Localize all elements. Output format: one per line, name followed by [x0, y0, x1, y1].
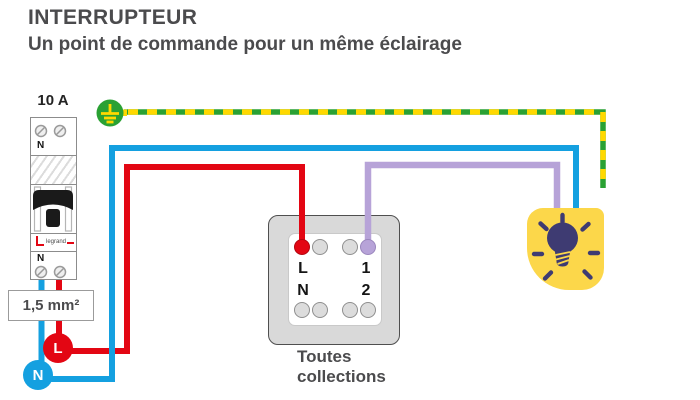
switch-label-1: 1: [361, 260, 371, 277]
switch-label-L: L: [298, 260, 308, 277]
switch-terminal: [312, 302, 328, 318]
breaker-toggle-icon: [33, 186, 73, 232]
earth-symbol-icon: [96, 99, 127, 127]
breaker-neutral-label-bottom: N: [37, 253, 45, 264]
breaker-neutral-label-top: N: [37, 140, 45, 151]
breaker-hatch-panel: [31, 156, 76, 185]
switch-caption: Toutes collections: [297, 347, 386, 387]
breaker-toggle: [31, 185, 76, 234]
circuit-breaker: N legrand N: [30, 117, 77, 280]
breaker-top-terminals: N: [31, 118, 76, 156]
screw-terminal-icons: [34, 265, 67, 279]
switch-terminal-N: [294, 302, 310, 318]
switch-terminal: [312, 239, 328, 255]
neutral-wire-tag: N: [23, 360, 53, 390]
brand-text: legrand: [46, 239, 67, 245]
page-subtitle: Un point de commande pour un même éclair…: [28, 34, 462, 55]
switch-label-2: 2: [361, 282, 371, 299]
switch-terminal-2: [360, 302, 376, 318]
phase-wire-tag: L: [43, 333, 73, 363]
breaker-bottom-terminals: N: [31, 252, 76, 281]
switch-terminal: [342, 239, 358, 255]
light-bulb-icon: [531, 212, 601, 281]
breaker-brand-strip: legrand: [31, 234, 76, 252]
earth-wire-stripes: [124, 109, 606, 188]
brand-red-mark-icon: [36, 236, 74, 246]
switch-terminal: [342, 302, 358, 318]
breaker-rating-label: 10 A: [37, 92, 69, 109]
neutral-wire: [46, 145, 579, 382]
page-title: INTERRUPTEUR: [28, 6, 198, 29]
switch-caption-line1: Toutes: [297, 347, 352, 366]
light-fixture: [527, 208, 604, 290]
switched-live-wire: [364, 161, 561, 243]
switch-label-N: N: [297, 282, 309, 299]
switch-terminal-L: [294, 239, 310, 255]
phase-wire: [71, 164, 305, 354]
screw-terminal-icons: [34, 124, 67, 138]
wire-gauge-label: 1,5 mm²: [8, 290, 94, 321]
switch-caption-line2: collections: [297, 367, 386, 386]
switch-terminal-1: [360, 239, 376, 255]
